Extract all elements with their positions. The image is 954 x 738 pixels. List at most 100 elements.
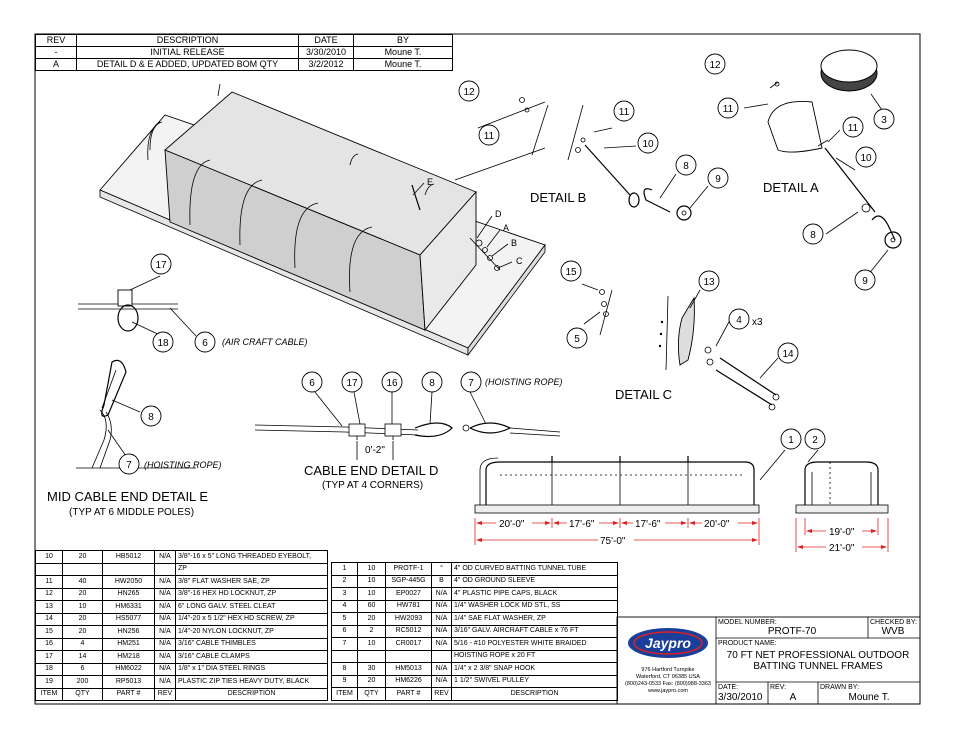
balloon-2: [804, 428, 826, 450]
svg-text:11: 11: [619, 107, 630, 118]
detail-b-drawing: [454, 97, 709, 221]
revision-table: REV DESCRIPTION DATE BY - INITIAL RELEAS…: [35, 34, 453, 71]
bom-cell: °: [431, 562, 452, 576]
cable-end-detail-d: [254, 391, 561, 460]
drawn-by-value: Moune T.: [849, 692, 890, 703]
gap-dimension: 0'-2": [365, 445, 385, 456]
bom-cell: 2: [357, 624, 386, 638]
balloon-11-b2: [613, 100, 635, 122]
bom-cell: N/A: [154, 575, 176, 589]
bom-cell: PART #: [385, 687, 432, 701]
bom-cell: 10: [357, 587, 386, 601]
balloon-18-ring: [152, 331, 174, 353]
balloon-8-b: [675, 154, 697, 176]
svg-text:9: 9: [715, 174, 721, 185]
company-web: www.jaypro.com: [647, 688, 688, 694]
balloon-7-d: [460, 371, 482, 393]
svg-text:4: 4: [736, 315, 742, 326]
bom-cell: HM6226: [385, 674, 432, 688]
svg-text:17: 17: [346, 378, 358, 389]
bom-cell: 1/4"-20 x 5 1/2" HEX HD SCREW, ZP: [175, 612, 328, 626]
date-label: DATE:: [718, 684, 738, 691]
detail-b-label: DETAIL B: [530, 190, 586, 205]
company-phone: (800)243-0533 Fax: (800)988-3363: [625, 681, 711, 687]
bom-cell: HOISTING ROPE x 20 FT: [451, 649, 618, 663]
svg-text:10: 10: [642, 139, 654, 150]
bom-cell: 6" LONG GALV. STEEL CLEAT: [175, 600, 328, 614]
dim-segment-1: 20'-0": [499, 519, 525, 530]
bom-cell: 4" OD CURVED BATTING TUNNEL TUBE: [451, 562, 618, 576]
bom-row: HOISTING ROPE x 20 FT: [331, 649, 618, 663]
bom-cell: 14: [35, 612, 63, 626]
bom-cell: 60: [357, 599, 386, 613]
svg-text:9: 9: [862, 276, 868, 287]
bom-cell: 10: [357, 562, 386, 576]
detail-a-label: DETAIL A: [763, 180, 819, 195]
balloon-16-d: [381, 371, 403, 393]
svg-text:8: 8: [148, 412, 154, 423]
bom-cell: 6: [331, 624, 358, 638]
revision-cell: Moune T.: [353, 46, 453, 59]
bom-row: ZP: [35, 562, 328, 576]
revision-row: - INITIAL RELEASE 3/30/2010 Moune T.: [35, 46, 453, 59]
hoisting-rope-note-d: (HOISTING ROPE): [485, 377, 563, 387]
bom-cell: N/A: [154, 662, 176, 676]
bom-cell: 5: [331, 612, 358, 626]
bom-cell: HM218: [102, 650, 155, 664]
revision-cell: 3/30/2010: [298, 46, 354, 59]
bom-cell: [385, 649, 432, 663]
bom-cell: 2: [331, 574, 358, 588]
balloon-13-c: [698, 270, 720, 292]
bom-cell: [331, 649, 358, 663]
balloon-8-d: [421, 371, 443, 393]
svg-text:11: 11: [848, 123, 859, 134]
detail-letter-c: C: [516, 256, 523, 266]
detail-d-title: CABLE END DETAIL D: [304, 463, 438, 478]
bom-cell: B: [431, 574, 452, 588]
bom-cell: 3/8"-16 x 5" LONG THREADED EYEBOLT,: [175, 550, 328, 564]
svg-text:1: 1: [788, 435, 794, 446]
bom-cell: 20: [62, 612, 103, 626]
by-header: BY: [353, 34, 453, 47]
bom-cell: RP5013: [102, 675, 155, 689]
balloon-17-d: [341, 371, 363, 393]
balloon-9-a: [854, 269, 876, 291]
balloon-8-e: [140, 405, 162, 427]
bom-cell: [102, 562, 155, 576]
dim-width-outer: 21'-0": [829, 543, 855, 554]
bom-cell: 13: [35, 600, 63, 614]
detail-e-title: MID CABLE END DETAIL E: [47, 489, 208, 504]
bom-cell: 9: [331, 674, 358, 688]
balloon-7-e: [118, 453, 140, 475]
bom-cell: HM6331: [102, 600, 155, 614]
bom-cell: N/A: [154, 587, 176, 601]
product-name-label: PRODUCT NAME:: [718, 640, 777, 647]
bom-cell: PLASTIC ZIP TIES HEAVY DUTY, BLACK: [175, 675, 328, 689]
svg-text:8: 8: [683, 161, 689, 172]
detail-letter-d: D: [495, 209, 502, 219]
svg-text:8: 8: [810, 230, 816, 241]
detail-c-label: DETAIL C: [615, 387, 672, 402]
bom-cell: 4: [331, 599, 358, 613]
balloon-3-a: [873, 108, 895, 130]
svg-text:18: 18: [157, 338, 169, 349]
bom-cell: 10: [357, 574, 386, 588]
bom-cell: DESCRIPTION: [451, 687, 618, 701]
bom-cell: PART #: [102, 687, 155, 701]
balloon-11-a2: [842, 116, 864, 138]
svg-text:6: 6: [309, 378, 315, 389]
bom-cell: 1 1/2" SWIVEL PULLEY: [451, 674, 618, 688]
date-value: 3/30/2010: [718, 692, 763, 703]
bom-cell: 3: [331, 587, 358, 601]
revision-cell: Moune T.: [353, 58, 453, 71]
bom-cell: 7: [331, 637, 358, 651]
balloon-12-a: [704, 53, 726, 75]
bom-cell: 40: [62, 575, 103, 589]
